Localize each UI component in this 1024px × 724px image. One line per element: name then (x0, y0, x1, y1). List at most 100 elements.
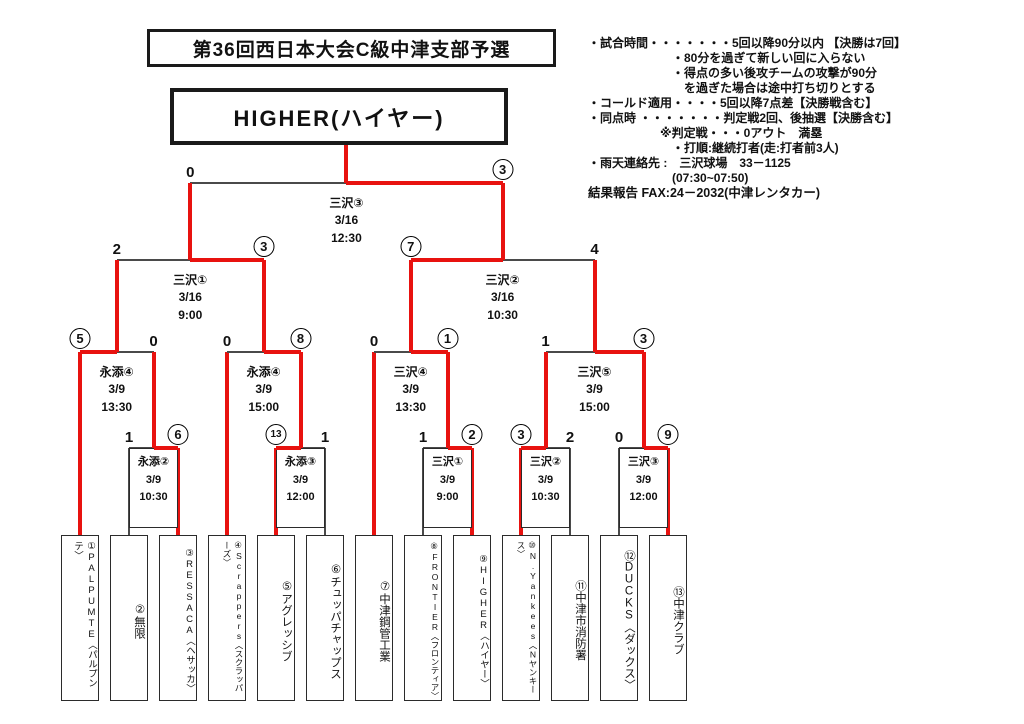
score-right-m_qf1: 0 (149, 333, 158, 350)
notes-line-10: (07:30~07:50) (588, 171, 749, 185)
notes-line-1: ・試合時間・・・・・・・5回以降90分以内 【決勝は7回】 (588, 36, 907, 50)
team-box-t8: ⑧FRONTIER〈フロンティア〉 (404, 535, 442, 701)
notes-line-3: ・得点の多い後攻チームの攻撃が90分 (588, 66, 877, 80)
match-info-m_final: 三沢③ 3/16 12:30 (329, 196, 364, 245)
advance-line-m_r1b (298, 352, 303, 448)
team-box-t12: ⑫DUCKS〈ダックス〉 (600, 535, 638, 701)
winner-path-m_r1d (521, 446, 546, 450)
score-left-m_qf3: 0 (369, 333, 379, 350)
match-venue-m_r1c: 三沢① (431, 456, 464, 468)
score-left-m_r1b: 13 (265, 424, 287, 445)
team-box-t5: ⑤アグレッシブ (257, 535, 295, 701)
score-left-m_r1c: 1 (418, 429, 428, 446)
advance-line-m_qf1 (114, 260, 119, 352)
match-venue-m_r1a: 永添② (137, 456, 170, 468)
score-right-m_sf2: 4 (590, 241, 599, 258)
score-right-m_r1c: 2 (461, 424, 483, 445)
winner-path-m_final (346, 181, 503, 185)
page-title: 第36回西日本大会C級中津支部予選 (147, 29, 556, 67)
score-left-m_r1e: 0 (614, 429, 624, 446)
advance-line-m_r1a (151, 352, 156, 448)
advance-line-m_r1c (445, 352, 450, 448)
notes-line-4: を過ぎた場合は途中打ち切りとする (588, 81, 876, 95)
advance-line-m_r1e (641, 352, 646, 448)
advance-line-m_qf4 (592, 260, 597, 352)
advance-line-m_sf2 (500, 183, 505, 260)
match-info-m_sf1: 三沢① 3/16 9:00 (173, 273, 208, 322)
feeder-t13 (666, 448, 670, 535)
champion-box: HIGHER(ハイヤー) (170, 88, 508, 145)
score-left-m_sf2: 7 (400, 236, 422, 257)
score-right-m_r1d: 2 (565, 429, 575, 446)
winner-path-m_qf1 (80, 350, 117, 354)
advance-line-m_sf1 (188, 183, 193, 260)
notes-line-7: ※判定戦・・・0アウト 満塁 (588, 126, 823, 140)
score-right-m_qf4: 3 (633, 328, 654, 349)
winner-path-m_sf1 (190, 258, 264, 262)
advance-line-m_r1d (543, 352, 548, 448)
team-box-t9: ⑨HIGHER〈ハイヤー〉 (453, 535, 491, 701)
feeder-t11 (569, 448, 571, 535)
team-box-t2: ②無限 (110, 535, 148, 701)
feeder-t6 (324, 448, 326, 535)
score-left-m_qf2: 0 (222, 333, 232, 350)
feeder-t4 (225, 352, 229, 535)
match-time-m_r1c: 9:00 (436, 491, 459, 504)
score-right-m_r1e: 9 (657, 424, 679, 445)
feeder-t7 (372, 352, 376, 535)
team-box-t1: ①PALPUMTE〈パルプンテ〉 (61, 535, 99, 701)
match-info-box-m_r1e: 三沢③ 3/9 12:00 (619, 448, 668, 528)
winner-path-m_r1c (447, 446, 472, 450)
match-time-m_r1a: 10:30 (139, 491, 168, 504)
team-box-t4: ④Scrappers〈スクラッパーズ〉 (208, 535, 246, 701)
match-info-box-m_r1a: 永添② 3/9 10:30 (129, 448, 178, 528)
score-right-m_final: 3 (492, 159, 514, 180)
team-box-t6: ⑥チュッパチャップス (306, 535, 344, 701)
match-line-m_qf1 (80, 351, 154, 353)
match-date-m_r1d: 3/9 (537, 473, 554, 486)
match-info-m_qf3: 三沢④ 3/9 13:30 (393, 365, 428, 414)
notes-line-6: ・同点時 ・・・・・・・判定戦2回、後抽選【決勝含む】 (588, 111, 899, 125)
notes-line-8: ・打順:継続打者(走:打者前3人) (588, 141, 839, 155)
score-left-m_r1d: 3 (510, 424, 532, 445)
team-box-t11: ⑪中津市消防署 (551, 535, 589, 701)
winner-path-m_r1e (643, 446, 668, 450)
match-time-m_r1b: 12:00 (286, 491, 315, 504)
advance-line-m_qf3 (408, 260, 413, 352)
score-left-m_qf4: 1 (541, 333, 550, 350)
score-right-m_sf1: 3 (253, 236, 275, 257)
match-date-m_r1c: 3/9 (439, 473, 456, 486)
match-time-m_r1d: 10:30 (531, 491, 560, 504)
match-info-m_sf2: 三沢② 3/16 10:30 (485, 273, 520, 322)
feeder-t9 (470, 448, 474, 535)
match-venue-m_r1e: 三沢③ (627, 456, 660, 468)
match-date-m_r1a: 3/9 (145, 473, 162, 486)
notes-line-11: 結果報告 FAX:24－2032(中津レンタカー) (588, 186, 820, 200)
match-info-box-m_r1c: 三沢① 3/9 9:00 (423, 448, 472, 528)
match-time-m_r1e: 12:00 (629, 491, 658, 504)
feeder-t1 (78, 352, 82, 535)
match-venue-m_r1b: 永添③ (284, 456, 317, 468)
notes-line-9: ・雨天連絡先 : 三沢球場 33－1125 (588, 156, 791, 170)
score-left-m_sf1: 2 (112, 241, 121, 258)
score-left-m_r1a: 1 (124, 429, 134, 446)
winner-path-m_r1b (276, 446, 301, 450)
match-info-m_qf1: 永添④ 3/9 13:30 (99, 365, 134, 414)
winner-path-m_sf2 (410, 258, 503, 262)
score-right-m_qf2: 8 (290, 328, 311, 349)
score-right-m_r1a: 6 (167, 424, 189, 445)
match-date-m_r1e: 3/9 (635, 473, 652, 486)
notes-line-5: ・コールド適用・・・・5回以降7点差【決勝戦含む】 (588, 96, 878, 110)
score-left-m_qf1: 5 (69, 328, 91, 349)
advance-line-m_final (344, 145, 349, 183)
match-info-m_qf4: 三沢⑤ 3/9 15:00 (577, 365, 612, 414)
winner-path-m_qf3 (410, 350, 448, 354)
advance-line-m_qf2 (261, 260, 266, 352)
score-right-m_r1b: 1 (320, 429, 330, 446)
title-text: 第36回西日本大会C級中津支部予選 (192, 39, 511, 61)
team-box-t3: ③RESSACA〈ヘサッカ〉 (159, 535, 197, 701)
feeder-t3 (176, 448, 180, 535)
winner-path-m_qf4 (594, 350, 644, 354)
